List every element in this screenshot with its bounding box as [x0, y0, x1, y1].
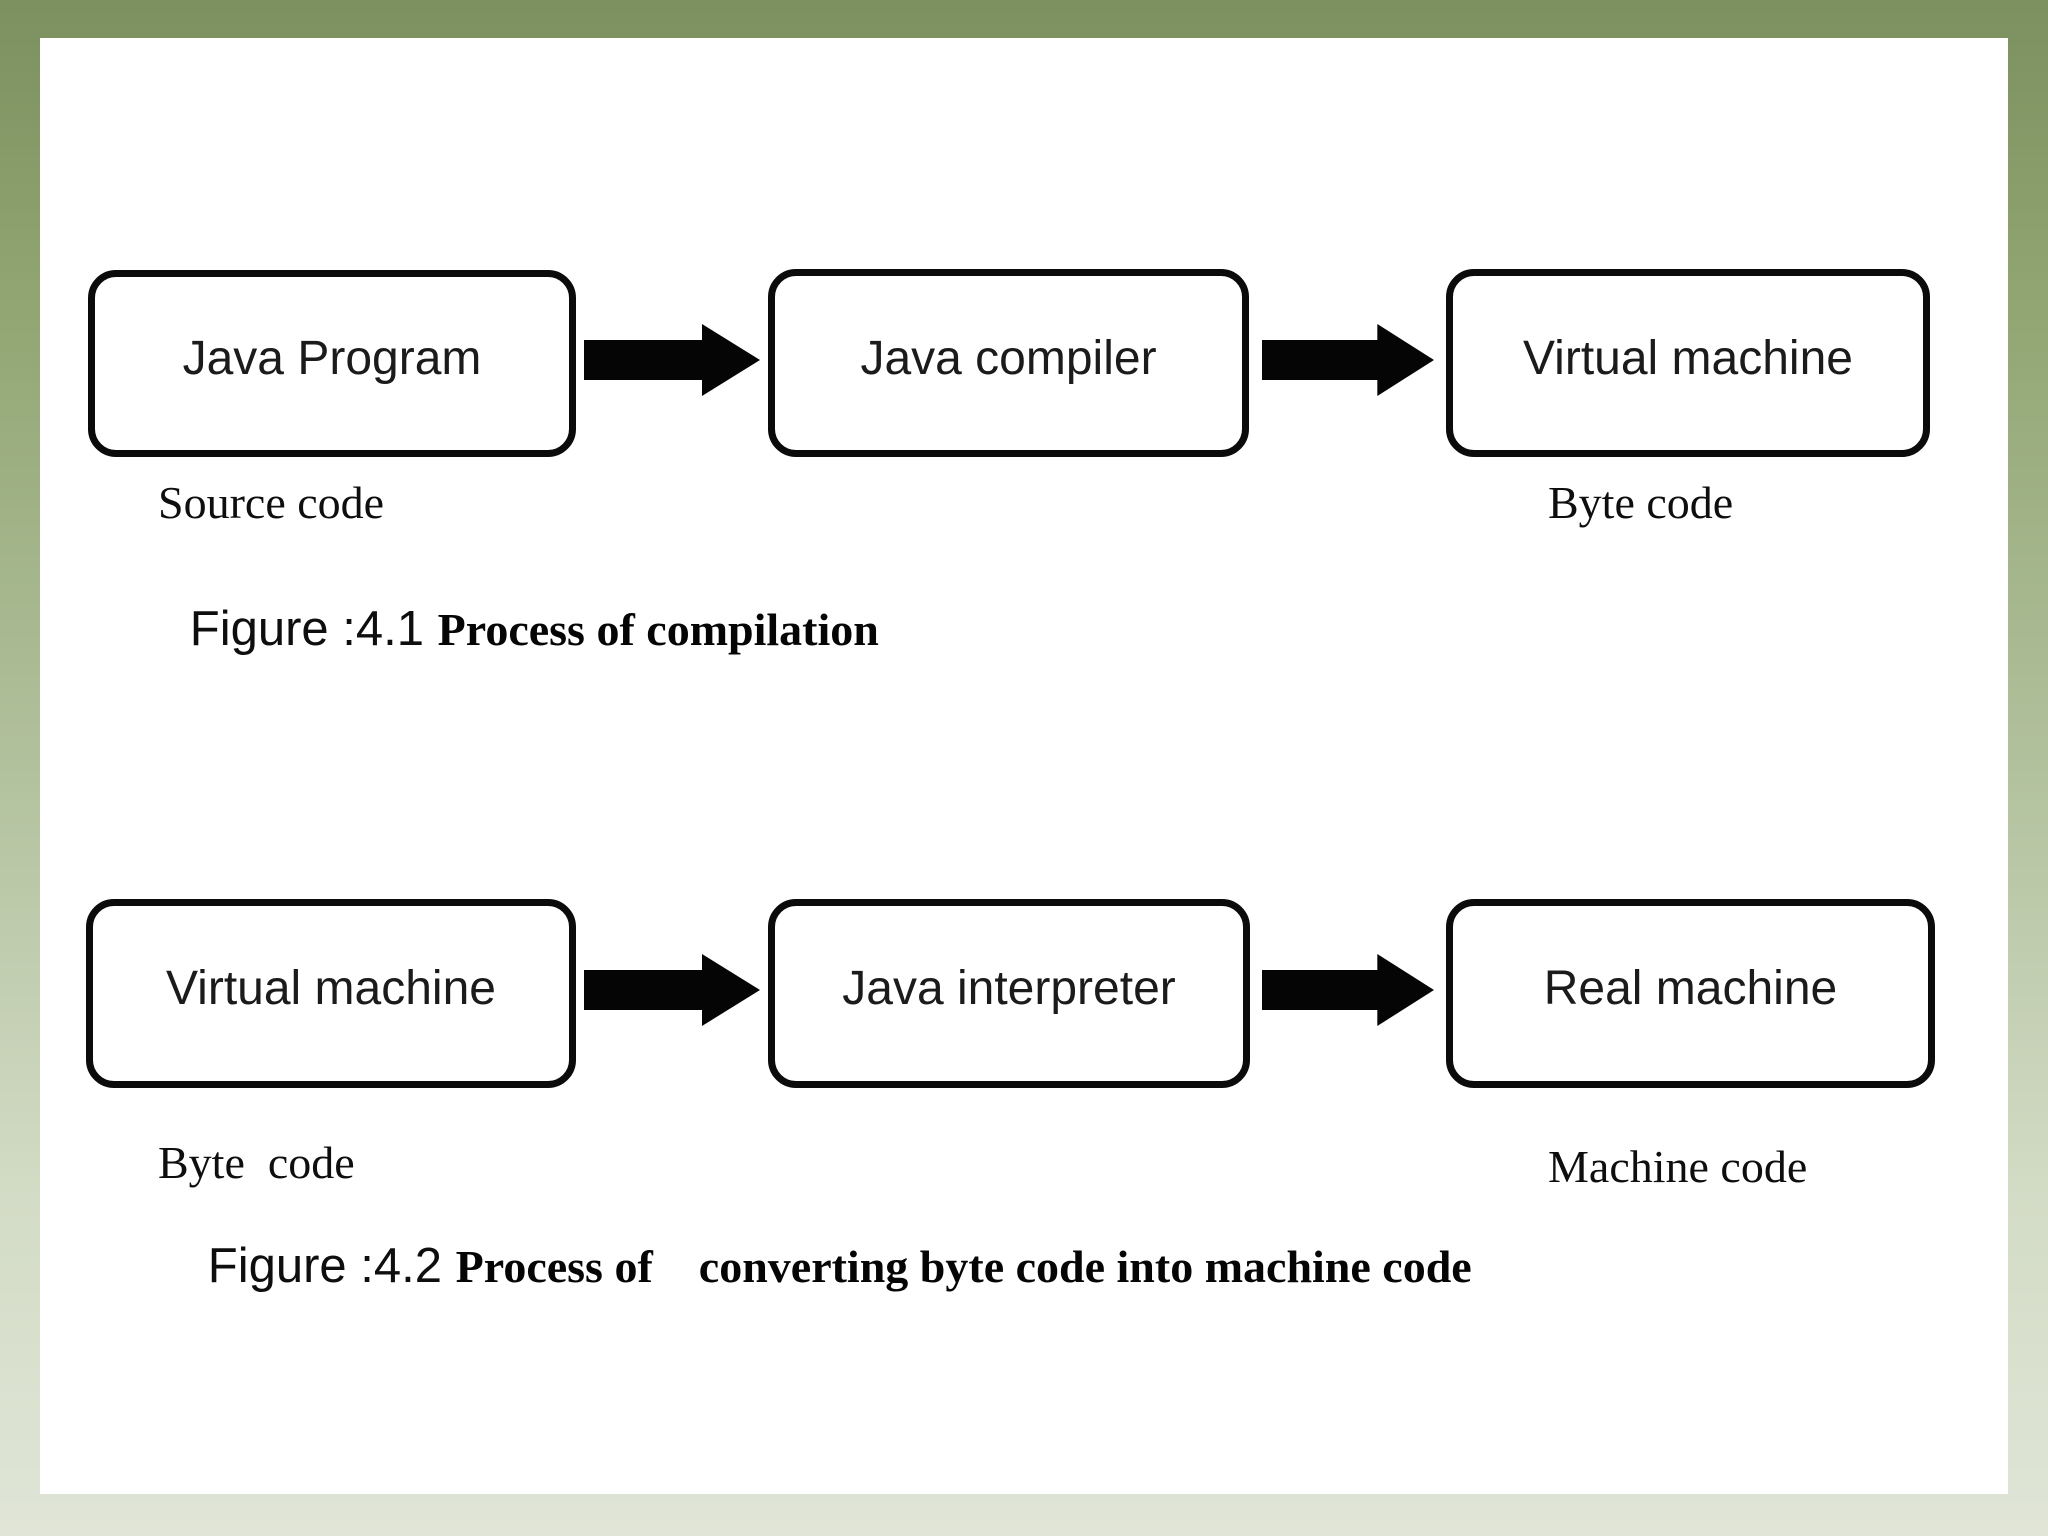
flow-box-real-machine: Real machine [1446, 899, 1935, 1088]
figure-4-2-caption: Figure :4.2 Process of converting byte c… [190, 1220, 1472, 1312]
flow-arrow-right-icon [1262, 952, 1434, 1028]
byte-code-label-2: Byte code [158, 1137, 355, 1188]
flow-arrow-right-icon [1262, 322, 1434, 398]
figure-4-1-caption-title: Process of compilation [437, 604, 879, 655]
flow-arrow-right-icon [584, 952, 760, 1028]
figure-4-2-caption-number: Figure :4.2 [207, 1239, 456, 1293]
flow-box-virtual-machine: Virtual machine [1446, 269, 1930, 457]
figure-4-1-caption-number: Figure :4.1 [189, 602, 438, 656]
flow-box-java-program: Java Program [88, 270, 576, 457]
byte-code-label: Byte code [1548, 477, 1734, 528]
flow-box-virtual-machine-2: Virtual machine [86, 899, 576, 1088]
machine-code-label: Machine code [1548, 1141, 1808, 1192]
flow-box-java-compiler: Java compiler [768, 269, 1249, 457]
source-code-label: Source code [158, 477, 385, 528]
flow-arrow-right-icon [584, 322, 760, 398]
flow-box-java-interpreter: Java interpreter [768, 899, 1250, 1088]
figure-4-2-caption-title: Process of converting byte code into mac… [455, 1241, 1472, 1292]
figure-4-1-caption: Figure :4.1 Process of compilation [172, 583, 879, 675]
